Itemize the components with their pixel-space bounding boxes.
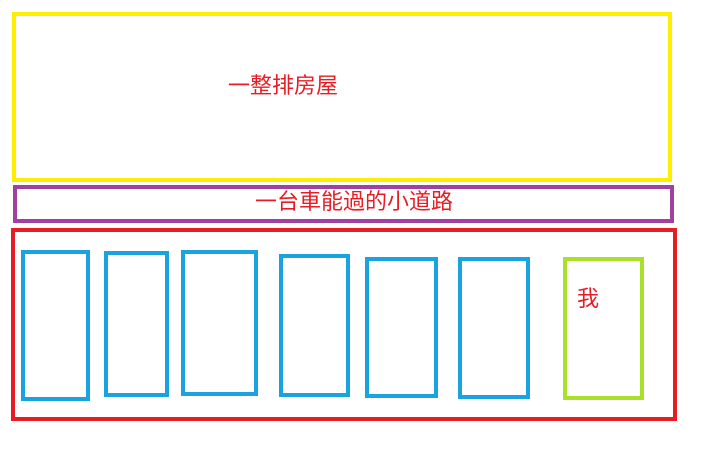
row-of-houses-box (12, 12, 672, 182)
road-label: 一台車能過的小道路 (255, 190, 454, 215)
parked-car-2 (104, 251, 169, 397)
narrow-road-box (13, 185, 674, 223)
parked-car-4 (279, 254, 350, 397)
parking-area-box (11, 228, 677, 421)
my-car (563, 257, 644, 400)
parked-car-6 (458, 257, 530, 399)
houses-label: 一整排房屋 (228, 74, 339, 99)
parked-car-5 (365, 257, 438, 398)
my-car-label: 我 (577, 287, 600, 312)
parked-car-3 (181, 250, 258, 396)
parked-car-1 (21, 250, 90, 401)
